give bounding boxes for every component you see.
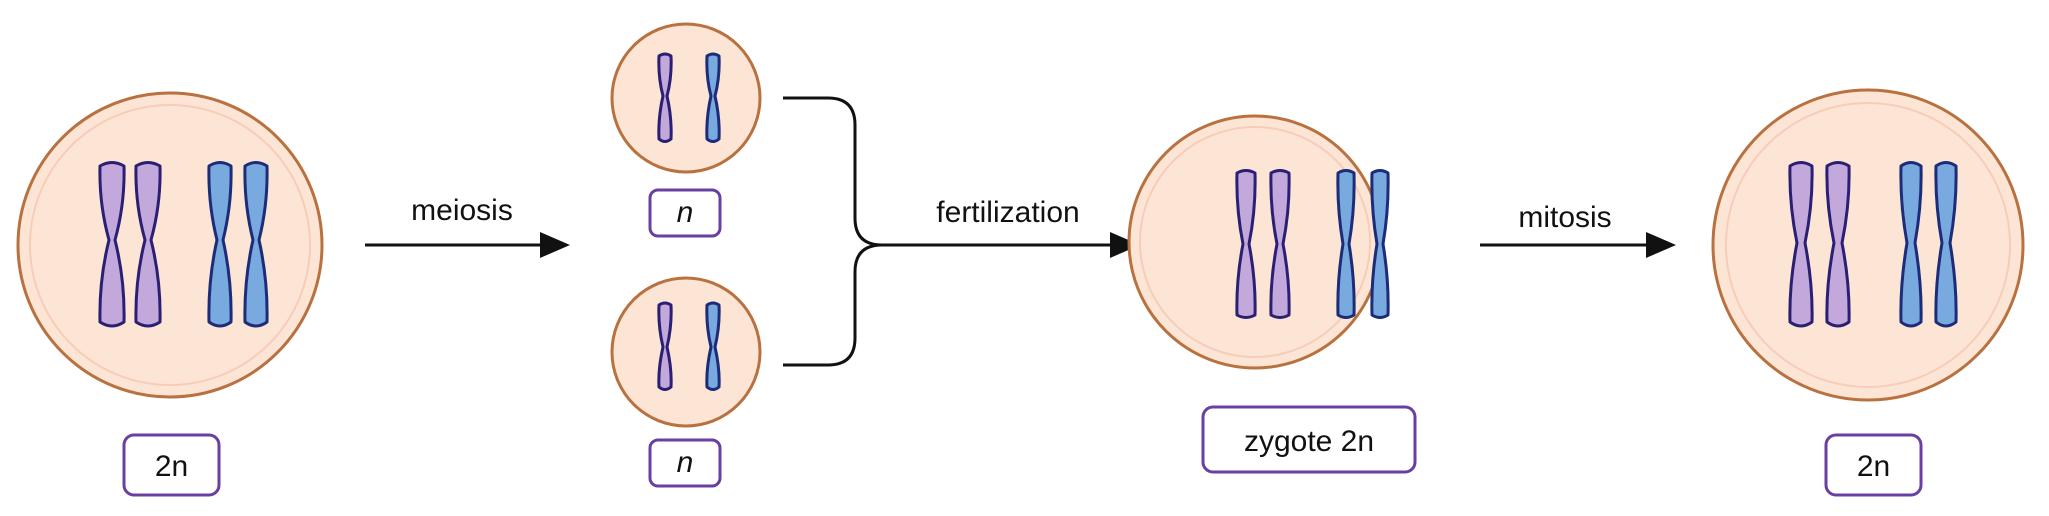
chromosome-purple	[657, 301, 673, 391]
parent-cell-label: 2n	[122, 433, 221, 497]
chromosome-set	[98, 161, 269, 328]
meiosis-arrow	[365, 232, 570, 258]
mitosis-arrow	[1480, 232, 1676, 258]
chromosome-purple	[657, 52, 673, 143]
gamete-top-label-text: n	[677, 196, 694, 229]
chromosome-purple	[1825, 161, 1851, 328]
daughter-cell-label-text: 2n	[1857, 450, 1890, 483]
chromosome-blue	[207, 161, 233, 328]
chromosome-blue	[1336, 169, 1356, 319]
daughter-cell-label: 2n	[1824, 433, 1923, 497]
chromosome-purple	[134, 161, 162, 328]
zygote-cell	[1127, 114, 1390, 370]
fertilization-bracket	[783, 96, 1140, 367]
gamete-bottom-label-text: n	[677, 446, 694, 479]
fertilization-label: fertilization	[936, 196, 1079, 229]
meiosis-label: meiosis	[411, 194, 513, 227]
zygote-label-text: zygote 2n	[1244, 425, 1374, 458]
parent-cell	[16, 91, 324, 399]
gamete-top	[610, 22, 762, 174]
gamete-top-label: n	[648, 188, 722, 238]
chromosome-blue	[705, 301, 721, 391]
chromosome-blue	[1899, 161, 1923, 328]
daughter-cell	[1711, 88, 2025, 402]
zygote-label: zygote 2n	[1201, 405, 1417, 474]
chromosome-purple	[1788, 161, 1814, 328]
chromosome-purple	[1269, 169, 1291, 319]
chromosome-blue	[1934, 161, 1958, 328]
chromosome-purple	[98, 161, 126, 328]
chromosome-blue	[705, 52, 721, 143]
mitosis-label: mitosis	[1518, 201, 1611, 234]
parent-cell-label-text: 2n	[155, 450, 188, 483]
chromosome-blue	[243, 161, 269, 328]
gamete-bottom	[610, 276, 762, 428]
gamete-bottom-label: n	[648, 438, 722, 488]
chromosome-purple	[1235, 169, 1257, 319]
chromosome-blue	[1370, 169, 1390, 319]
